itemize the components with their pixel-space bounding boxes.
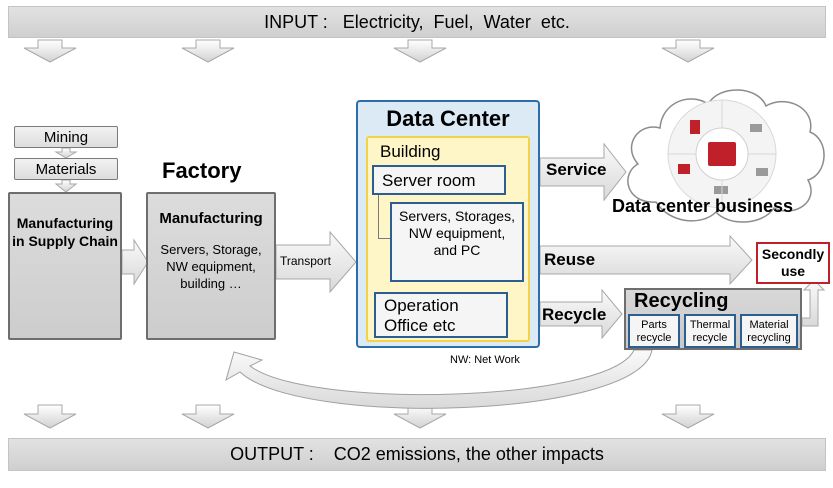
materials-label: Materials [35, 160, 97, 178]
output-arrow-2 [181, 404, 235, 429]
operation-office-box: Operation Office etc [374, 292, 508, 338]
parts-recycle-label: Parts recycle [636, 319, 672, 344]
server-room-connector [378, 195, 390, 239]
nw-note: NW: Net Work [450, 354, 520, 366]
data-center-business-cloud [627, 89, 825, 223]
materials-down-arrow [54, 179, 78, 193]
thermal-recycle-label: Thermal recycle [689, 319, 731, 344]
output-band-label: OUTPUT : CO2 emissions, the other impact… [230, 444, 604, 464]
network-graphic-icon [667, 99, 777, 209]
factory-heading: Manufacturing [159, 210, 263, 227]
output-band: OUTPUT : CO2 emissions, the other impact… [8, 438, 826, 471]
reuse-arrow [539, 234, 753, 286]
recycling-to-secondly-arrow [801, 279, 826, 327]
input-band-label: INPUT : Electricity, Fuel, Water etc. [264, 11, 570, 32]
mining-down-arrow [54, 147, 78, 159]
server-room-label: Server room [382, 171, 476, 190]
input-band: INPUT : Electricity, Fuel, Water etc. [8, 6, 826, 38]
recycle-label: Recycle [542, 305, 607, 324]
mining-box: Mining [14, 126, 118, 148]
building-label: Building [380, 142, 441, 161]
service-label: Service [546, 160, 607, 179]
parts-recycle-box: Parts recycle [628, 314, 680, 348]
operation-office-label: Operation Office etc [384, 296, 459, 335]
output-arrow-4 [661, 404, 715, 429]
supply-chain-manufacturing-box: Manufacturing in Supply Chain [8, 192, 122, 340]
input-arrow-2 [181, 39, 235, 63]
input-down-arrows [23, 39, 715, 63]
return-curve-arrow [225, 349, 653, 409]
input-arrow-3 [393, 39, 447, 63]
input-arrow-4 [661, 39, 715, 63]
secondly-use-box: Secondly use [756, 242, 830, 284]
transport-label: Transport [280, 254, 331, 268]
equipment-box: Servers, Storages, NW equipment, and PC [390, 202, 524, 282]
recycling-title: Recycling [634, 290, 729, 312]
output-arrow-1 [23, 404, 77, 429]
factory-title: Factory [162, 158, 242, 183]
material-recycling-label: Material recycling [747, 319, 791, 344]
thermal-recycle-box: Thermal recycle [684, 314, 736, 348]
supply-to-factory-arrow [121, 238, 149, 286]
mining-label: Mining [43, 128, 89, 146]
data-center-business-label: Data center business [612, 196, 794, 216]
material-recycling-box: Material recycling [740, 314, 798, 348]
reuse-label: Reuse [544, 250, 596, 269]
data-center-title: Data Center [386, 106, 510, 131]
materials-box: Materials [14, 158, 118, 180]
secondly-use-label: Secondly use [761, 246, 825, 279]
output-down-arrows [23, 404, 715, 429]
transport-arrow [275, 230, 357, 294]
factory-items: Servers, Storage, NW equipment, building… [160, 242, 262, 291]
service-arrow [539, 142, 627, 202]
input-arrow-1 [23, 39, 77, 63]
factory-box: Manufacturing Servers, Storage, NW equip… [146, 192, 276, 340]
equipment-label: Servers, Storages, NW equipment, and PC [399, 208, 515, 258]
supply-chain-manufacturing-label: Manufacturing in Supply Chain [12, 215, 118, 249]
recycle-arrow [539, 288, 623, 340]
server-room-box: Server room [372, 165, 506, 195]
